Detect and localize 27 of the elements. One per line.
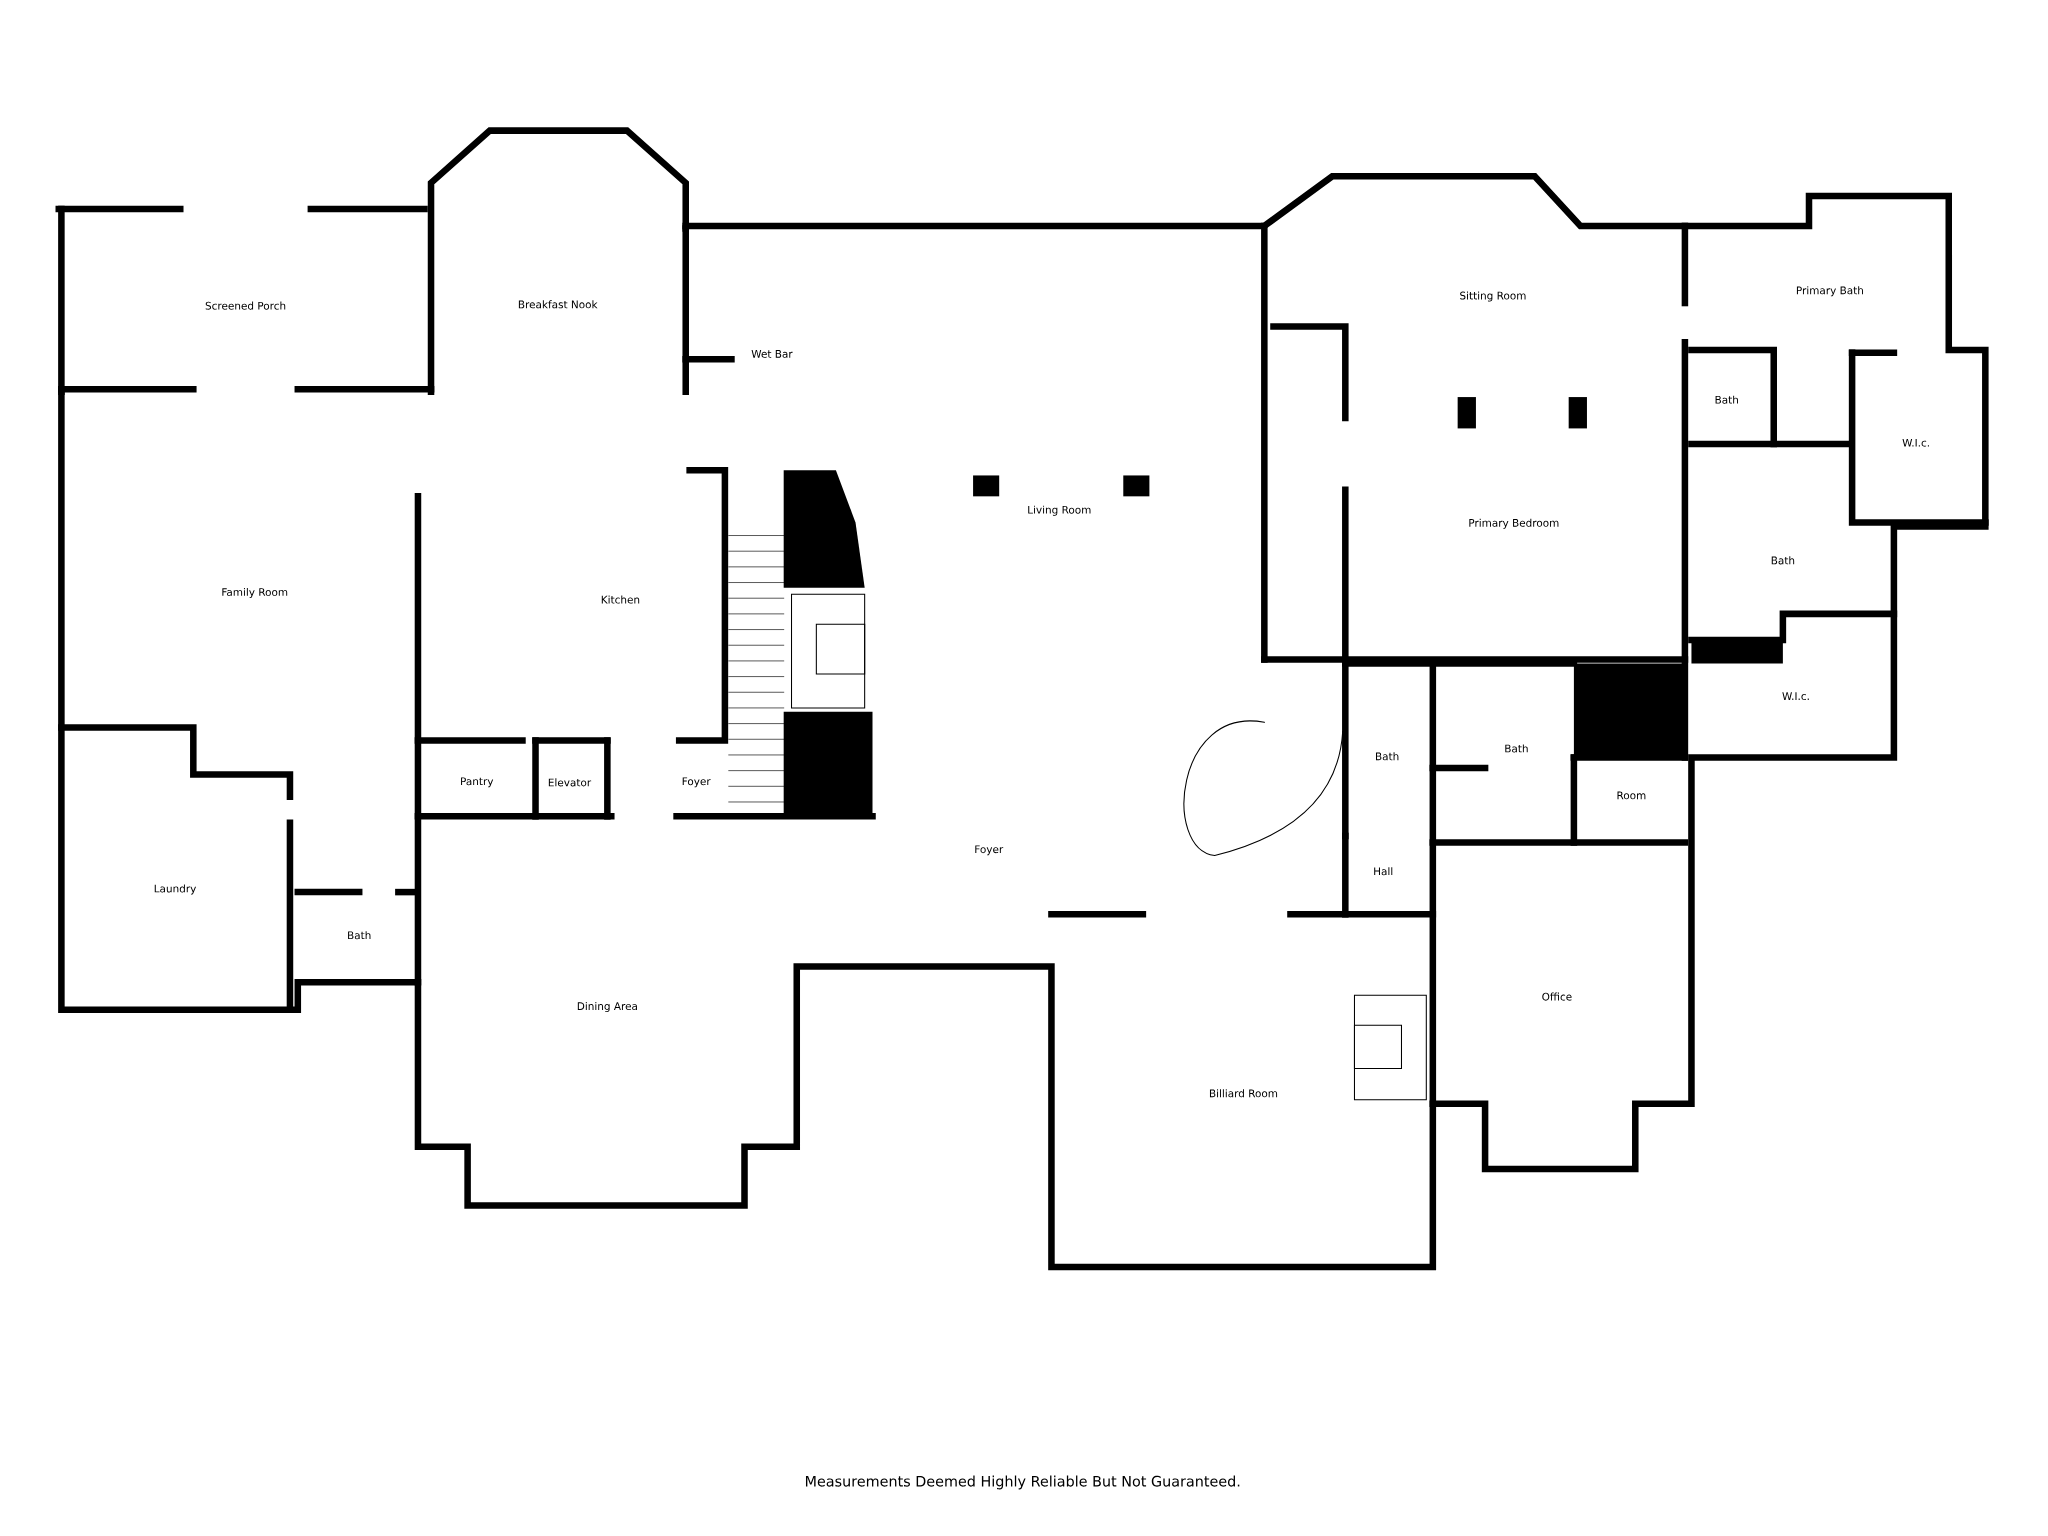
room-label: Billiard Room bbox=[1209, 1089, 1278, 1098]
room-label: Family Room bbox=[222, 587, 288, 599]
room-label: Breakfast Nook bbox=[518, 300, 598, 309]
room-label: Office bbox=[1542, 992, 1572, 1001]
room-label: Bath bbox=[1715, 395, 1738, 404]
room-label: Dining Area bbox=[577, 1002, 637, 1013]
room-label: W.I.c. bbox=[1902, 438, 1929, 447]
room-label: Sitting Room bbox=[1460, 291, 1526, 302]
room-label: Hall bbox=[1374, 867, 1393, 876]
room-label: Laundry bbox=[154, 884, 196, 895]
room-label: Bath bbox=[1505, 744, 1528, 753]
room-label: Bath bbox=[1771, 556, 1795, 565]
room-label: Bath bbox=[1376, 752, 1399, 761]
room-label: Kitchen bbox=[601, 595, 640, 604]
room-label: Wet Bar bbox=[751, 350, 793, 358]
room-label: Elevator bbox=[548, 778, 592, 787]
caption: Measurements Deemed Highly Reliable But Not Guaranteed. bbox=[806, 1475, 1240, 1490]
room-label: Pantry bbox=[461, 777, 494, 788]
room-label: W.I.c. bbox=[1782, 692, 1809, 701]
room-label: Primary Bath bbox=[1796, 286, 1863, 297]
room-label: Room bbox=[1617, 791, 1646, 800]
room-label: Bath bbox=[348, 931, 371, 940]
room-label: Living Room bbox=[1028, 505, 1091, 516]
room-label: Primary Bedroom bbox=[1469, 518, 1559, 529]
room-label: Foyer bbox=[975, 845, 1004, 856]
room-label: Screened Porch bbox=[205, 301, 286, 310]
room-label: Foyer bbox=[682, 777, 711, 788]
